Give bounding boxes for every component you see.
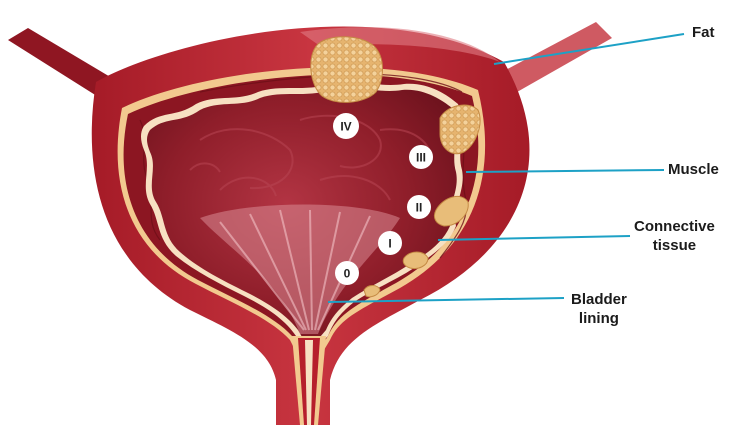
stage-marker-ii: II bbox=[407, 195, 431, 219]
stage-marker-i: I bbox=[378, 231, 402, 255]
label-muscle: Muscle bbox=[668, 160, 719, 179]
stage-marker-iii: III bbox=[409, 145, 433, 169]
stage-marker-iv: IV bbox=[333, 113, 359, 139]
stage-marker-0: 0 bbox=[335, 261, 359, 285]
label-bladder-lining: Bladder lining bbox=[571, 290, 627, 328]
stage-label-iv: IV bbox=[340, 120, 351, 134]
stage-label-ii: II bbox=[416, 201, 423, 215]
stage-label-i: I bbox=[388, 237, 391, 251]
stage-label-iii: III bbox=[416, 151, 426, 165]
tumor-stage-iv bbox=[311, 37, 383, 103]
label-connective-tissue: Connective tissue bbox=[634, 217, 715, 255]
label-fat: Fat bbox=[692, 23, 715, 42]
stage-label-0: 0 bbox=[344, 267, 351, 281]
